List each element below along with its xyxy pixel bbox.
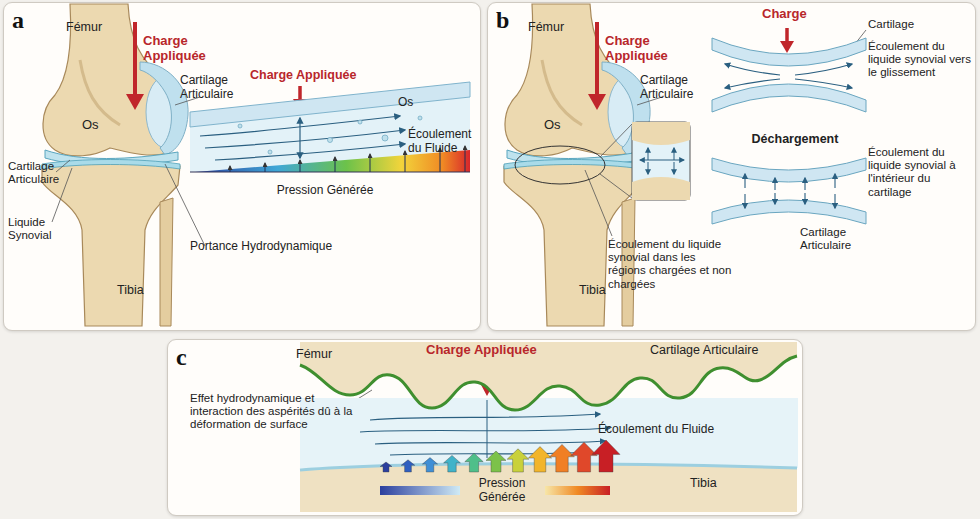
part-name: Os xyxy=(398,96,438,110)
mechanism-label: Portance Hydrodynamique xyxy=(190,240,360,254)
bone-name: Tibia xyxy=(690,476,740,490)
part-name: Cartilage Articulaire xyxy=(8,160,78,186)
bone-name: Fémur xyxy=(66,20,126,34)
mechanism-label: Effet hydrodynamique et interaction des … xyxy=(190,392,368,432)
load-label: Charge Appliquée xyxy=(426,343,556,358)
flow-label: Écoulement du liquide synovial vers le g… xyxy=(868,40,972,80)
part-name: Cartilage xyxy=(868,18,968,31)
part-name: Os xyxy=(82,118,112,133)
flow-label: Écoulement du liquide synovial dans les … xyxy=(608,238,733,291)
state-label: Déchargement xyxy=(745,132,845,146)
pressure-label: Pression Générée xyxy=(270,184,380,198)
load-label: Charge Appliquée xyxy=(143,34,223,64)
panel-letter: b xyxy=(496,7,509,34)
bone-name: Fémur xyxy=(296,347,356,361)
part-name: Liquide Synovial xyxy=(8,216,68,242)
part-name: Cartilage Articulaire xyxy=(650,343,800,357)
load-label: Charge Appliquée xyxy=(250,68,380,82)
bone-name: Fémur xyxy=(528,20,588,34)
part-name: Cartilage Articulaire xyxy=(800,226,880,252)
part-name: Os xyxy=(544,118,574,133)
part-name: Cartilage Articulaire xyxy=(640,74,720,102)
load-label: Charge xyxy=(762,7,832,22)
panel-letter: c xyxy=(176,344,187,371)
flow-label: Écoulement du Fluide xyxy=(598,423,738,437)
load-label: Charge Appliquée xyxy=(605,34,685,64)
part-name: Cartilage Articulaire xyxy=(180,74,260,102)
panel-letter: a xyxy=(12,7,24,34)
flow-label: Écoulement du Fluide xyxy=(408,128,478,156)
pressure-label: Pression Générée xyxy=(462,477,542,505)
flow-label: Écoulement du liquide synovial à l'intér… xyxy=(868,146,972,199)
bone-name: Tibia xyxy=(117,283,167,297)
panel-frame: a xyxy=(3,2,481,331)
